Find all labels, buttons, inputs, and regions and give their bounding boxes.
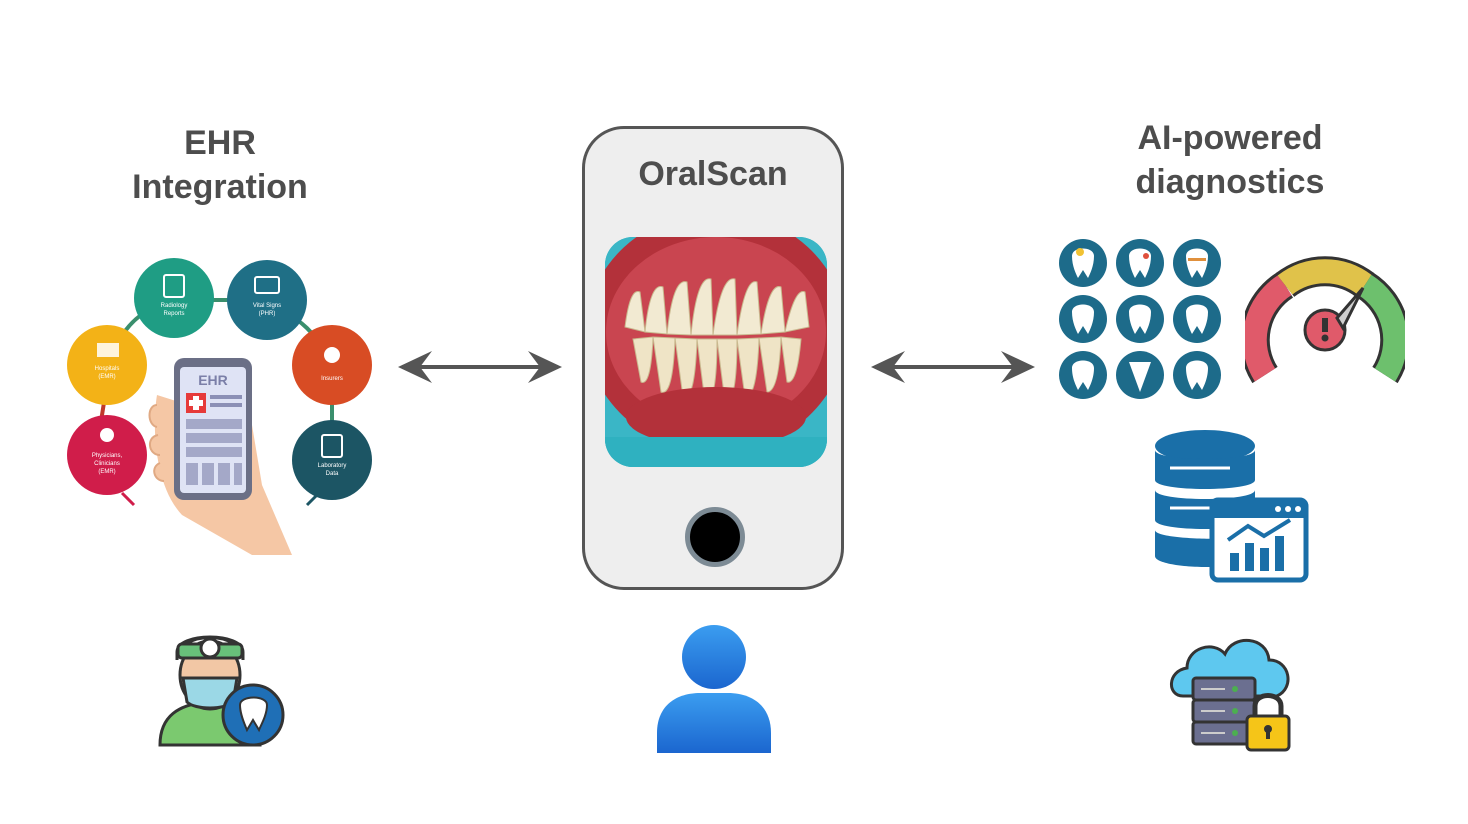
bubble-physicians: Physicians, Clinicians (EMR) xyxy=(67,415,147,507)
ehr-sync-arrow-icon xyxy=(398,351,562,383)
bubble-hospitals: Hospitals (EMR) xyxy=(67,325,147,405)
svg-text:Laboratory: Laboratory xyxy=(318,463,347,469)
app-title: OralScan xyxy=(638,155,788,193)
ehr-bubbles-icon: Radiology Reports Vital Signs (PHR) Insu… xyxy=(67,258,372,555)
database-analytics-icon xyxy=(1155,430,1309,583)
bubble-radiology: Radiology Reports xyxy=(134,258,214,338)
svg-text:Hospitals: Hospitals xyxy=(95,366,120,372)
svg-text:Data: Data xyxy=(326,471,339,477)
bubble-insurers: Insurers xyxy=(292,325,372,405)
phone-home-button[interactable] xyxy=(685,507,745,567)
svg-text:Insurers: Insurers xyxy=(321,376,343,382)
ehr-integration-heading: EHR Integration xyxy=(132,124,308,206)
dentist-icon xyxy=(158,635,285,747)
svg-text:(PHR): (PHR) xyxy=(259,311,276,317)
ai-sync-arrow-icon xyxy=(871,351,1035,383)
svg-text:Clinicians: Clinicians xyxy=(94,461,120,467)
teeth-grid-icon xyxy=(1059,239,1221,399)
svg-text:Radiology: Radiology xyxy=(161,303,188,309)
ai-diagnostics-heading: AI-powered diagnostics xyxy=(1135,119,1325,201)
svg-text:Vital Signs: Vital Signs xyxy=(253,303,281,309)
bubble-vital-signs: Vital Signs (PHR) xyxy=(227,260,307,340)
ehr-phone-label: EHR xyxy=(198,372,228,388)
cloud-server-lock-icon xyxy=(1170,638,1291,752)
svg-text:(EMR): (EMR) xyxy=(98,469,115,475)
svg-text:Physicians,: Physicians, xyxy=(92,453,123,459)
teeth-photo xyxy=(605,237,827,467)
oralscan-phone: OralScan xyxy=(582,126,844,590)
user-icon xyxy=(657,625,771,753)
svg-text:(EMR): (EMR) xyxy=(98,374,115,380)
svg-text:Reports: Reports xyxy=(163,311,184,317)
bubble-laboratory: Laboratory Data xyxy=(292,420,372,507)
risk-gauge-icon xyxy=(1245,256,1405,384)
